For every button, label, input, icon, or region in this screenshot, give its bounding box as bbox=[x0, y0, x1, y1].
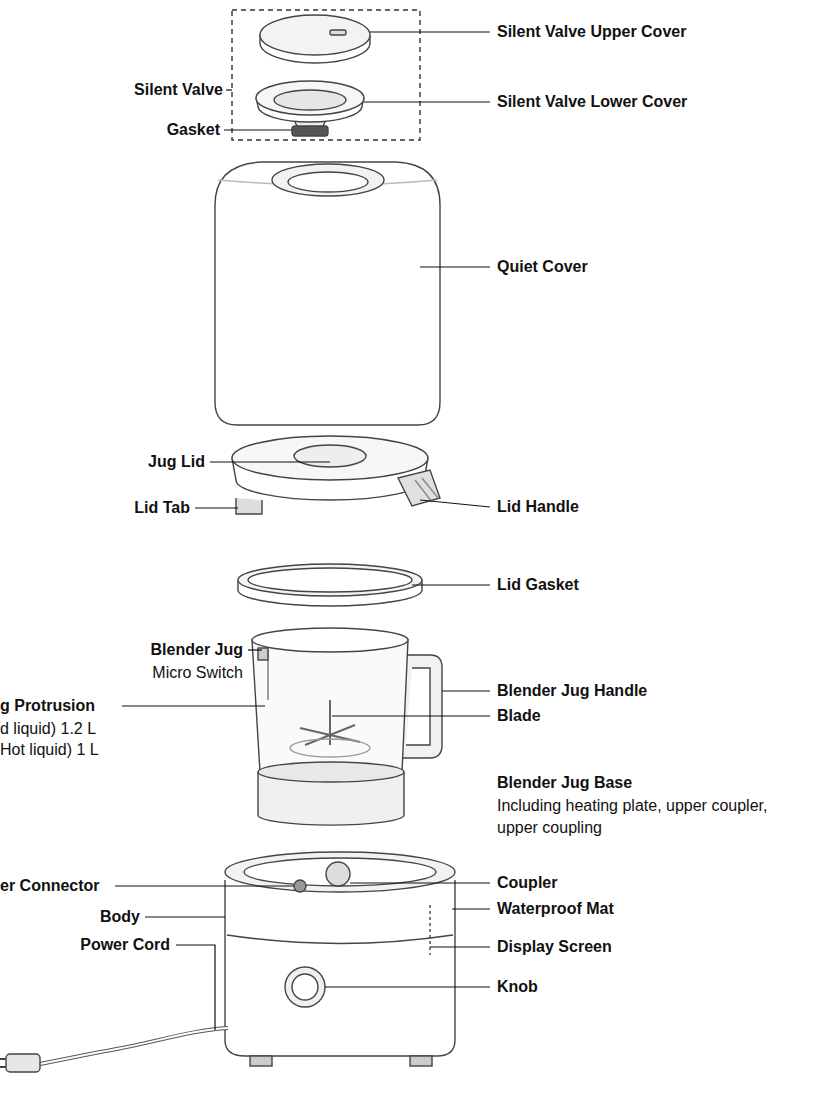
part-label: Waterproof Mat bbox=[497, 898, 614, 920]
valve-lower-cover bbox=[256, 81, 364, 136]
lid-gasket bbox=[238, 564, 422, 606]
part-label: Silent Valve Lower Cover bbox=[497, 91, 687, 113]
part-label: Display Screen bbox=[497, 936, 612, 958]
part-label: Body bbox=[100, 906, 140, 928]
part-label: Quiet Cover bbox=[497, 256, 588, 278]
part-label: er Connector bbox=[0, 875, 100, 897]
part-label: Including heating plate, upper coupler, … bbox=[497, 795, 797, 839]
blender-jug bbox=[252, 628, 442, 772]
blender-body bbox=[225, 852, 455, 1066]
part-label: Silent Valve Upper Cover bbox=[497, 21, 686, 43]
part-label: Gasket bbox=[167, 119, 220, 141]
part-label: Hot liquid) 1 L bbox=[0, 739, 99, 761]
part-label: Silent Valve bbox=[134, 79, 223, 101]
part-label: Blender Jug bbox=[151, 639, 243, 661]
part-label: Lid Handle bbox=[497, 496, 579, 518]
part-label: Lid Gasket bbox=[497, 574, 579, 596]
part-label: Lid Tab bbox=[134, 497, 190, 519]
part-label: g Protrusion bbox=[0, 695, 95, 717]
part-label: Blade bbox=[497, 705, 541, 727]
part-label: Knob bbox=[497, 976, 538, 998]
blender-jug-base bbox=[258, 762, 404, 825]
part-label: d liquid) 1.2 L bbox=[0, 718, 96, 740]
part-label: Micro Switch bbox=[152, 662, 243, 684]
part-label: Coupler bbox=[497, 872, 557, 894]
part-label: Blender Jug Base bbox=[497, 772, 632, 794]
power-cord bbox=[0, 1028, 228, 1072]
leader-lines bbox=[115, 32, 490, 1030]
part-label: Blender Jug Handle bbox=[497, 680, 647, 702]
group-bracket bbox=[232, 10, 420, 140]
jug-lid bbox=[232, 436, 440, 514]
part-label: Jug Lid bbox=[148, 451, 205, 473]
valve-upper-cover bbox=[260, 15, 370, 63]
quiet-cover bbox=[215, 162, 440, 425]
part-label: Power Cord bbox=[80, 934, 170, 956]
